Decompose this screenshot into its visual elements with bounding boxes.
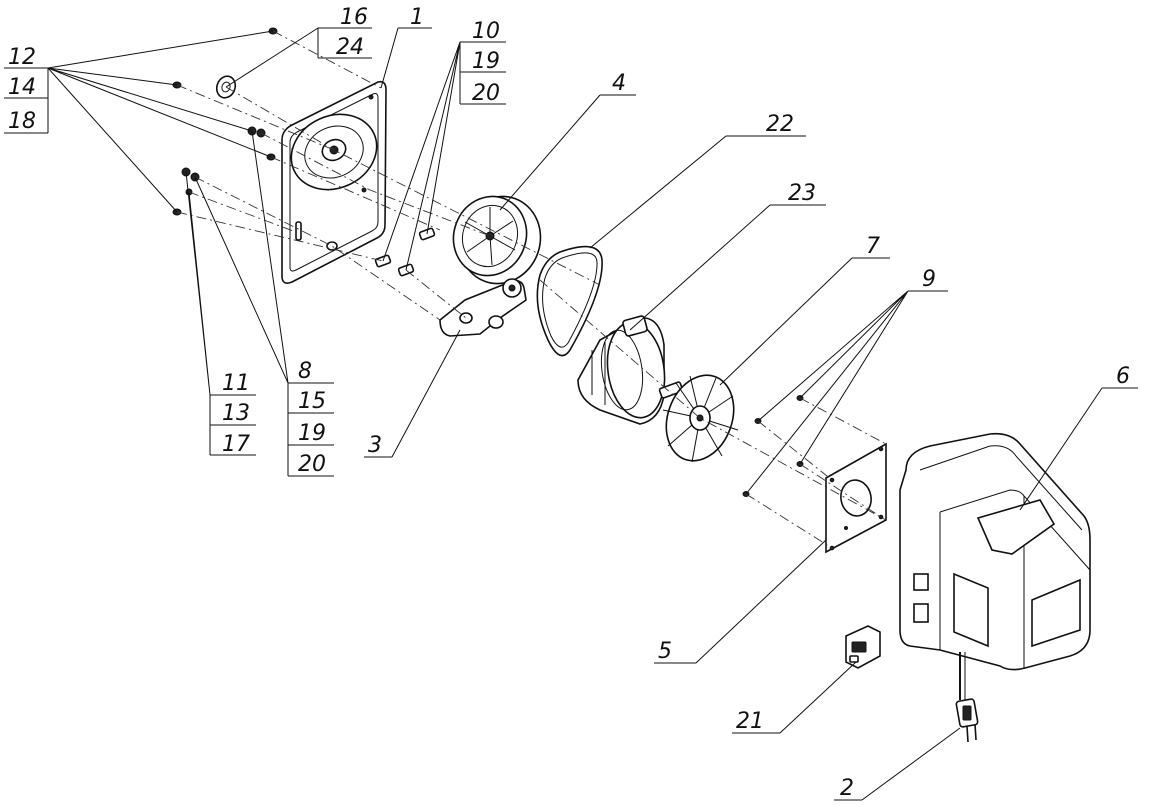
callout-20-a: 20 [472,81,500,106]
leader-lines [4,27,1138,801]
part-7-fan [662,374,739,463]
part-1-back-plate [281,80,387,284]
part-6-housing [899,432,1091,671]
callout-9: 9 [922,267,936,292]
callout-10: 10 [472,19,500,44]
callout-16: 16 [340,5,368,30]
part-2-power-cord [955,652,979,743]
callout-2: 2 [840,776,854,801]
assembly-axes [176,30,887,549]
callout-24: 24 [336,35,364,60]
part-23-motor [577,315,684,425]
callout-20-b: 20 [298,452,326,477]
part-12-screws [172,27,278,216]
callout-22: 22 [766,112,794,137]
callout-21: 21 [736,709,764,734]
callout-8: 8 [298,359,312,384]
callout-13: 13 [222,401,250,426]
part-4-pulley [452,195,542,285]
callout-19-b: 19 [298,421,326,446]
part-16-washer [215,75,237,99]
callout-19-a: 19 [472,49,500,74]
callout-15: 15 [298,389,326,414]
part-9-fasteners [742,395,804,497]
callout-11: 11 [222,371,250,396]
part-22-belt [536,245,603,357]
callout-labels: 12 14 18 16 24 1 10 19 20 4 22 23 7 9 6 … [8,5,1130,801]
callout-6: 6 [1116,364,1130,389]
part-10-bolts [374,227,436,277]
callout-5: 5 [658,639,672,664]
part-5-cover-plate [825,442,887,554]
part-3-tension-arm [439,278,527,337]
part-11-nuts [181,167,200,196]
callout-17: 17 [222,432,250,457]
callout-7: 7 [866,234,880,259]
callout-12: 12 [8,45,36,70]
callout-4: 4 [612,71,626,96]
callout-18: 18 [8,109,36,134]
callout-3: 3 [368,433,382,458]
callout-23: 23 [788,181,816,206]
callout-14: 14 [8,75,36,100]
callout-1: 1 [410,5,424,30]
part-21-switch [845,625,881,669]
